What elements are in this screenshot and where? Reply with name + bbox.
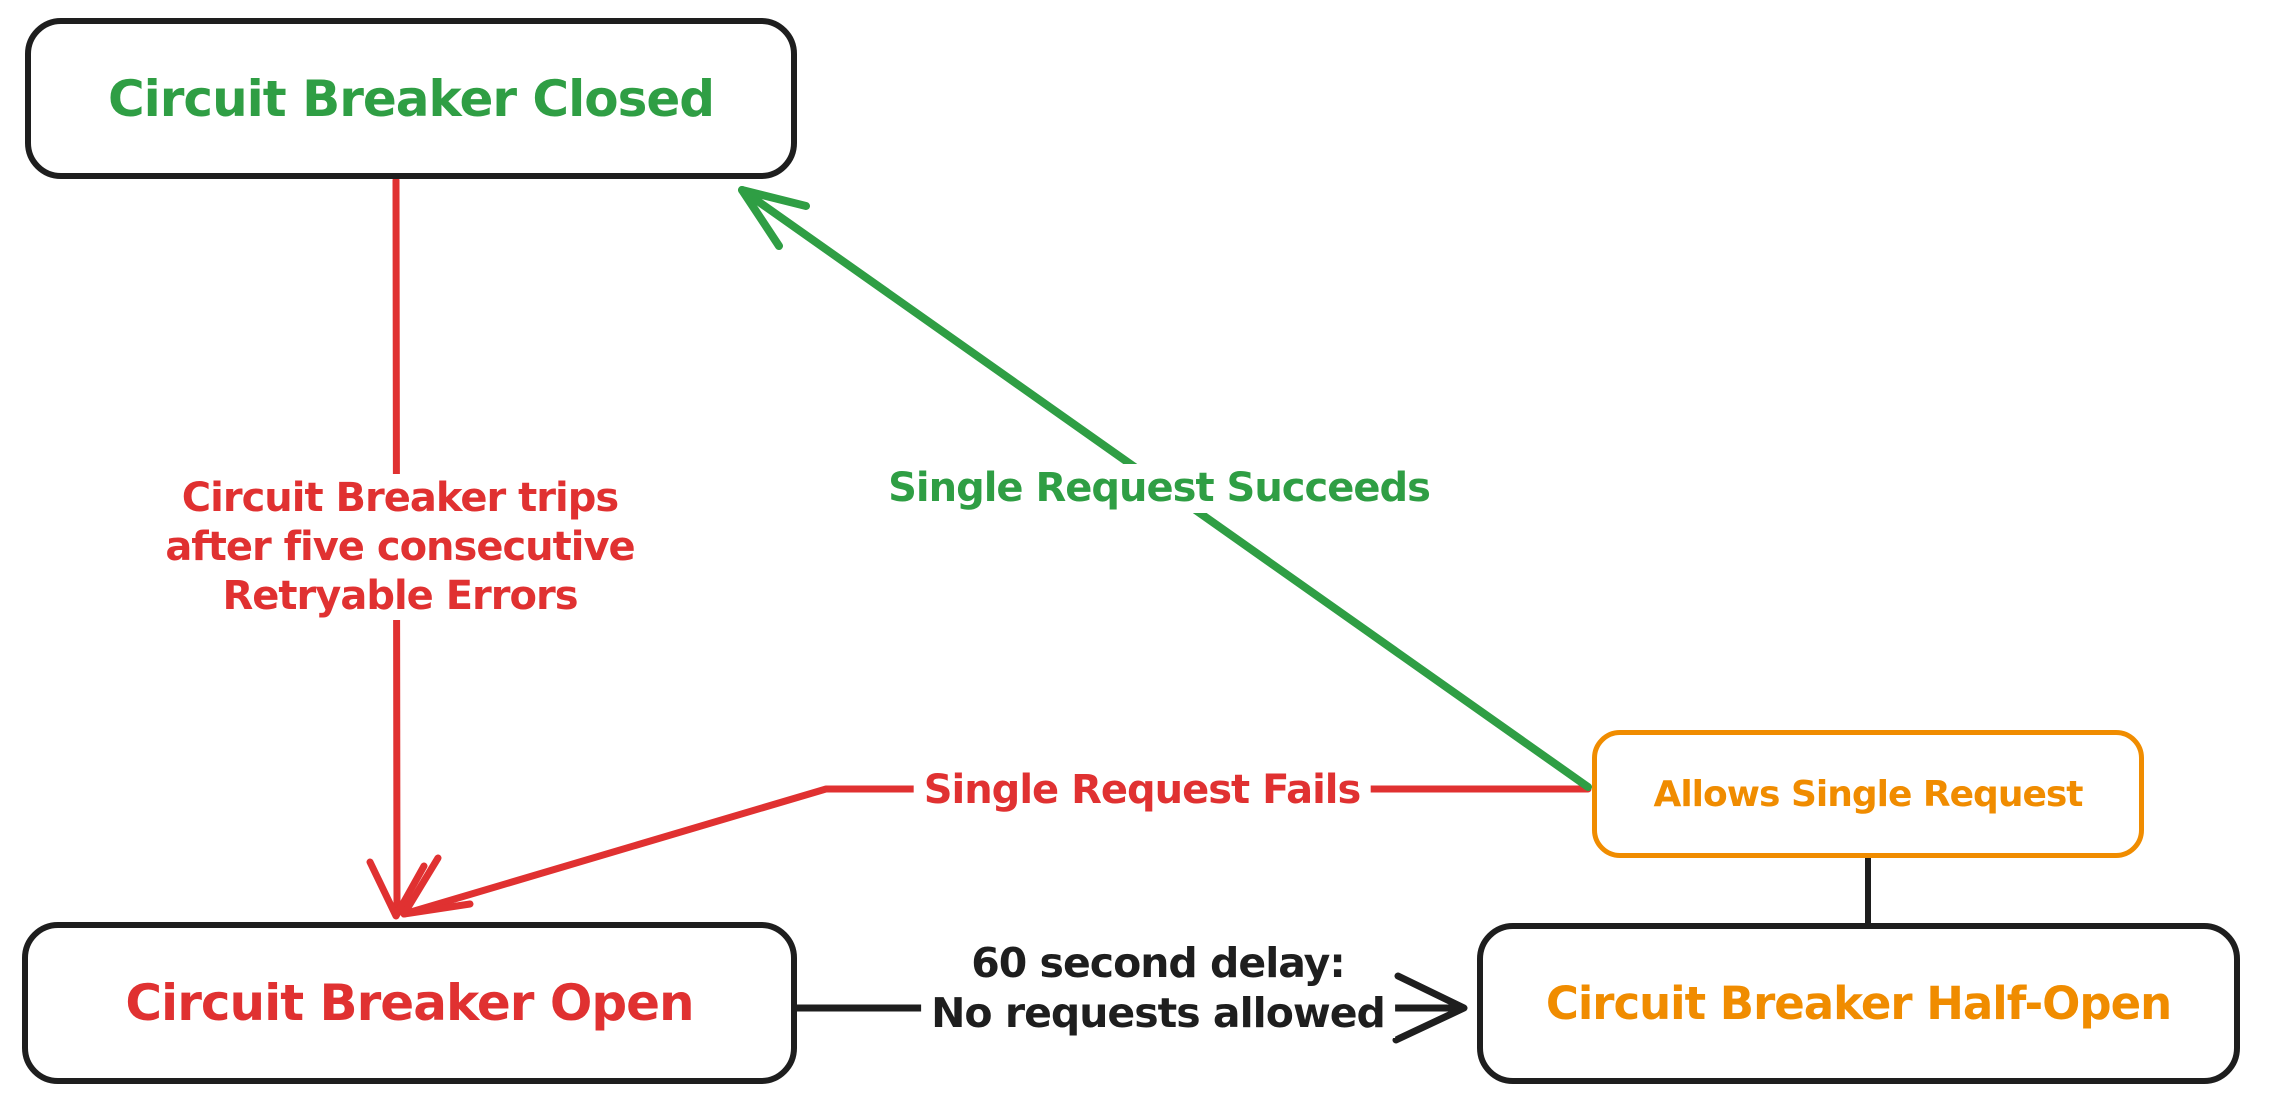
node-open-label: Circuit Breaker Open (125, 974, 694, 1032)
edge-label-fails: Single Request Fails (913, 766, 1371, 815)
edge-label-delay-line1: 60 second delay: (961, 938, 1355, 989)
edge-label-trips: Circuit Breaker trips after five consecu… (155, 474, 645, 621)
node-closed-label: Circuit Breaker Closed (107, 69, 715, 128)
edge-label-trips-line2: after five consecutive (155, 522, 645, 572)
edge-label-trips-line3: Retryable Errors (212, 571, 588, 621)
edge-label-fails-text: Single Request Fails (913, 766, 1371, 815)
edge-fails-arrowhead-icon (400, 854, 474, 918)
node-half-open-label: Circuit Breaker Half-Open (1545, 977, 2172, 1030)
node-circuit-breaker-half-open: Circuit Breaker Half-Open (1477, 923, 2240, 1084)
node-circuit-breaker-closed: Circuit Breaker Closed (25, 18, 797, 179)
edge-label-succeeds: Single Request Succeeds (878, 464, 1440, 513)
edge-label-delay-line2: No requests allowed (921, 988, 1395, 1039)
edge-label-succeeds-text: Single Request Succeeds (878, 464, 1440, 513)
edge-succeeds-arrowhead-icon (738, 186, 810, 250)
node-allows-single-request: Allows Single Request (1592, 730, 2144, 858)
node-allows-label: Allows Single Request (1653, 773, 2083, 815)
node-circuit-breaker-open: Circuit Breaker Open (22, 922, 797, 1084)
edge-label-delay: 60 second delay: No requests allowed (921, 938, 1395, 1039)
edge-label-trips-line1: Circuit Breaker trips (171, 474, 629, 523)
edge-delay-arrowhead-icon (1392, 972, 1468, 1044)
edge-trips-arrowhead-icon (366, 858, 428, 920)
